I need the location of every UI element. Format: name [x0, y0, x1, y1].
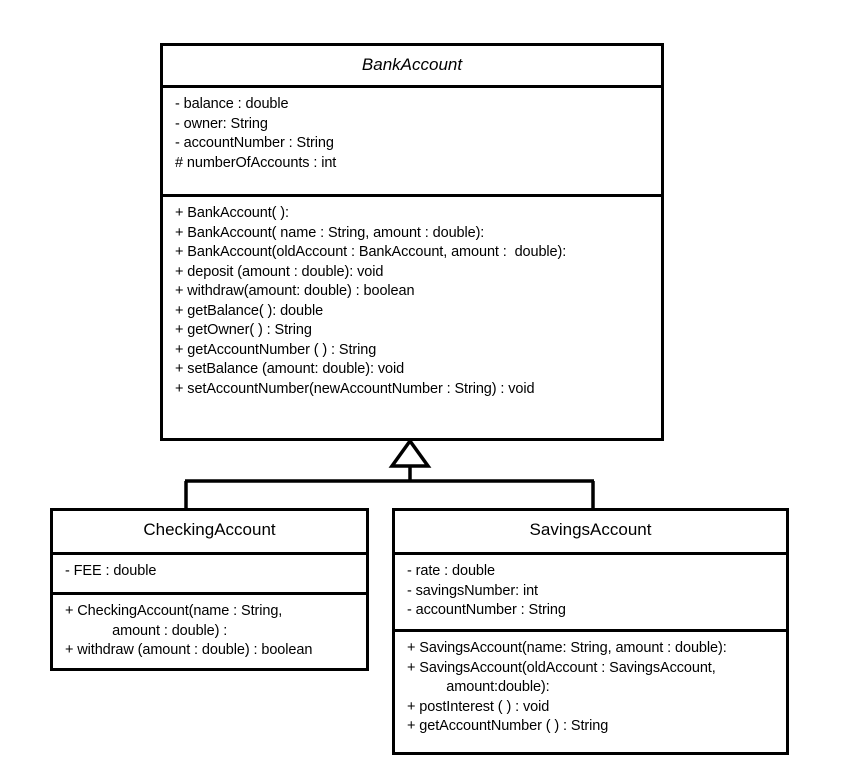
attribute-row: - balance : double	[175, 96, 289, 112]
method-row: + withdraw (amount : double) : boolean	[65, 642, 313, 658]
method-row: + getAccountNumber ( ) : String	[175, 341, 377, 358]
attribute-row: - accountNumber : String	[175, 135, 334, 151]
methods-compartment-bankaccount: + BankAccount( ): + BankAccount( name : …	[163, 197, 661, 407]
method-row: + BankAccount(oldAccount : BankAccount, …	[175, 244, 567, 260]
class-name-checkingaccount: CheckingAccount	[53, 511, 366, 555]
uml-class-savingsaccount[interactable]: SavingsAccount - rate : double - savings…	[392, 508, 789, 755]
method-row: + withdraw(amount: double) : boolean	[175, 283, 415, 299]
attribute-row: - rate : double	[407, 563, 495, 579]
method-row-continuation: amount : double) :	[65, 622, 228, 639]
uml-class-bankaccount[interactable]: BankAccount - balance : double - owner: …	[160, 43, 664, 441]
attribute-row: - owner: String	[175, 115, 268, 132]
method-row: + getOwner( ) : String	[175, 322, 312, 338]
method-row: + CheckingAccount(name : String,	[65, 603, 283, 619]
method-row: + getBalance( ): double	[175, 302, 324, 319]
method-row: + SavingsAccount(name: String, amount : …	[407, 640, 727, 656]
uml-class-checkingaccount[interactable]: CheckingAccount - FEE : double + Checkin…	[50, 508, 369, 671]
attributes-compartment-savingsaccount: - rate : double - savingsNumber: int - a…	[395, 555, 786, 632]
attribute-row: # numberOfAccounts : int	[175, 154, 337, 171]
method-row-continuation: amount:double):	[407, 679, 550, 695]
attribute-row: - FEE : double	[65, 563, 157, 579]
class-name-savingsaccount: SavingsAccount	[395, 511, 786, 555]
method-row: + BankAccount( ):	[175, 205, 289, 221]
generalization-arrowhead	[388, 438, 432, 468]
methods-compartment-checkingaccount: + CheckingAccount(name : String, amount …	[53, 595, 366, 669]
attributes-compartment-checkingaccount: - FEE : double	[53, 555, 366, 595]
method-row: + setAccountNumber(newAccountNumber : St…	[175, 380, 535, 397]
method-row: + deposit (amount : double): void	[175, 263, 384, 280]
attribute-row: - accountNumber : String	[407, 602, 566, 618]
method-row: + SavingsAccount(oldAccount : SavingsAcc…	[407, 659, 716, 676]
method-row: + postInterest ( ) : void	[407, 698, 550, 715]
class-name-bankaccount: BankAccount	[163, 46, 661, 88]
method-row: + BankAccount( name : String, amount : d…	[175, 224, 485, 241]
method-row: + getAccountNumber ( ) : String	[407, 718, 609, 734]
method-row: + setBalance (amount: double): void	[175, 361, 405, 377]
methods-compartment-savingsaccount: + SavingsAccount(name: String, amount : …	[395, 632, 786, 745]
attributes-compartment-bankaccount: - balance : double - owner: String - acc…	[163, 88, 661, 197]
attribute-row: - savingsNumber: int	[407, 582, 538, 599]
